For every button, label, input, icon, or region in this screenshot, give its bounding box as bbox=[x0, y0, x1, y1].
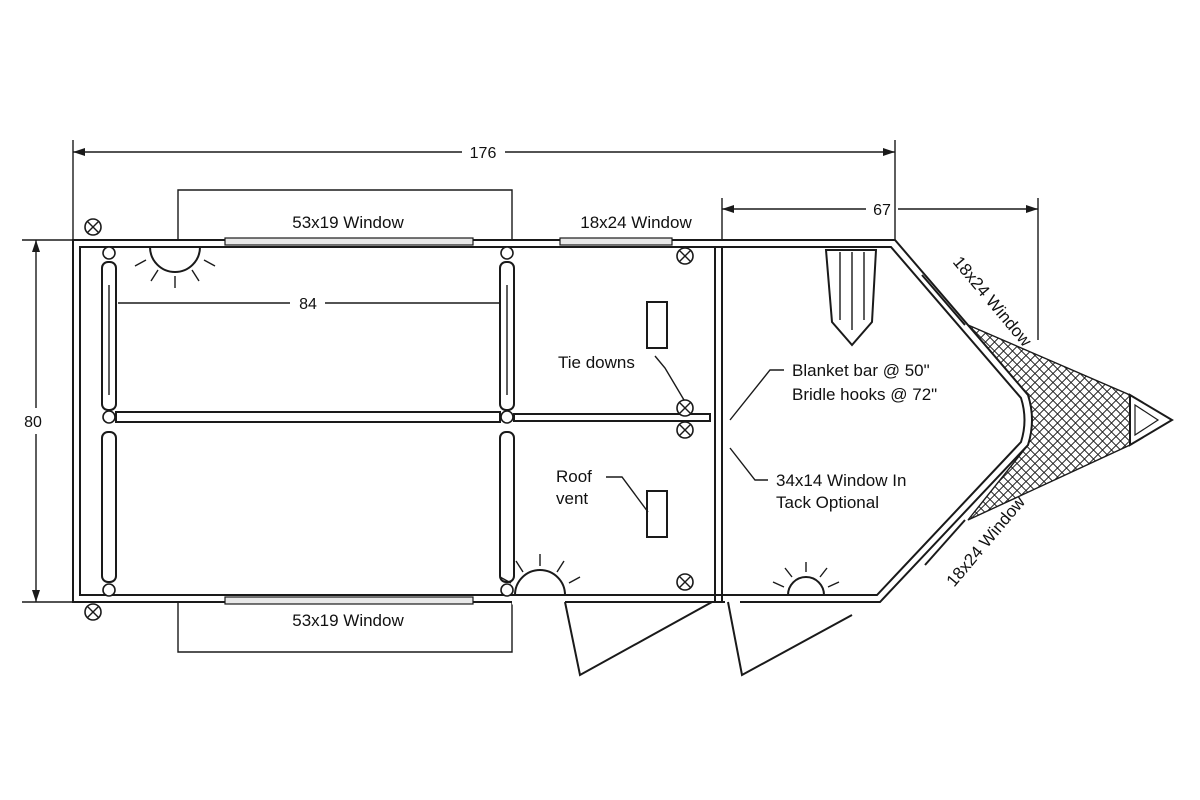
window-brackets bbox=[177, 189, 513, 653]
roof-vent-lower bbox=[646, 490, 668, 538]
side-doors bbox=[564, 601, 853, 677]
roof-vent-upper bbox=[646, 301, 668, 349]
tie-down-icon bbox=[84, 218, 102, 236]
light-icon bbox=[134, 246, 216, 288]
tie-down-icon bbox=[676, 247, 694, 265]
saddle-rack-icon bbox=[824, 249, 878, 347]
window-label-top-right: 18x24 Window bbox=[580, 213, 692, 232]
blanket-bar-leader bbox=[729, 369, 784, 421]
tack-window-callout-line1: 34x14 Window In bbox=[776, 471, 906, 490]
tie-downs-callout: Tie downs bbox=[558, 353, 635, 372]
tack-window-leader bbox=[729, 447, 768, 481]
stall-length-dimension: 84 bbox=[118, 296, 500, 313]
roof-vent-callout-line2: vent bbox=[556, 489, 588, 508]
roof-vent-callout-line1: Roof bbox=[556, 467, 592, 486]
tie-down-icon bbox=[676, 421, 694, 439]
blanket-bar-callout: Blanket bar @ 50" bbox=[792, 361, 930, 380]
width-label: 80 bbox=[24, 414, 42, 431]
tie-down-icon bbox=[84, 603, 102, 621]
tack-length-label: 67 bbox=[873, 202, 891, 219]
diamond-plate-tongue bbox=[967, 324, 1174, 521]
tie-down-icon bbox=[676, 399, 694, 417]
overall-length-label: 176 bbox=[470, 145, 497, 162]
width-dimension: 80 bbox=[22, 239, 73, 603]
window-label-top-left: 53x19 Window bbox=[292, 213, 404, 232]
bridle-hooks-callout: Bridle hooks @ 72" bbox=[792, 385, 937, 404]
tie-down-icon bbox=[676, 573, 694, 591]
stall-dividers bbox=[101, 246, 711, 597]
roof-vent-leader bbox=[606, 476, 649, 513]
tack-length-dimension: 67 bbox=[721, 198, 1039, 340]
tack-window-callout-line2: Tack Optional bbox=[776, 493, 879, 512]
light-icon bbox=[499, 554, 581, 596]
tie-downs-leader bbox=[654, 355, 685, 401]
overall-length-dimension: 176 bbox=[72, 140, 896, 240]
wall-windows bbox=[224, 237, 966, 605]
stall-length-label: 84 bbox=[299, 296, 317, 313]
light-icon bbox=[772, 562, 840, 596]
window-label-bottom-left: 53x19 Window bbox=[292, 611, 404, 630]
